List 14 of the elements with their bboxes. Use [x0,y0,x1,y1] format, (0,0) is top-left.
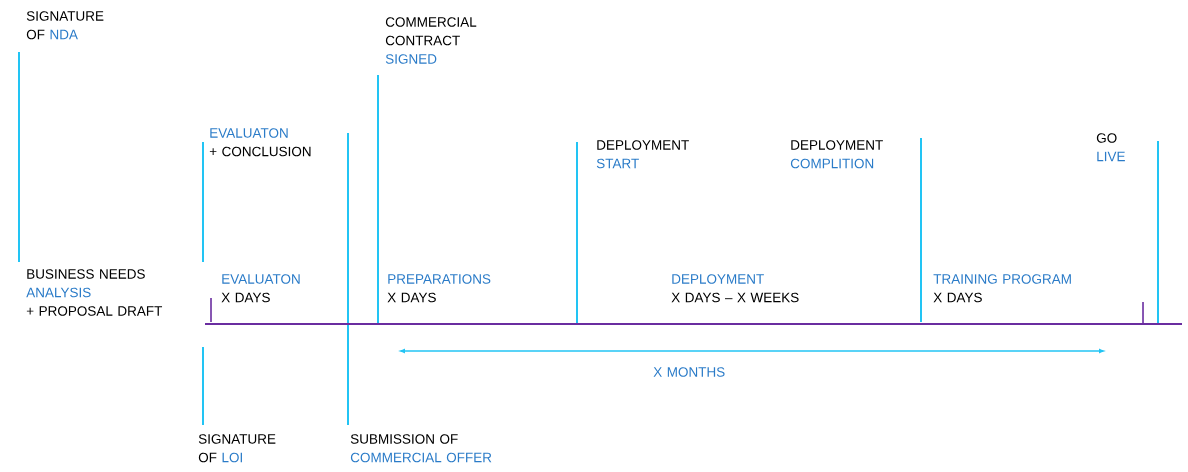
phase-label: TRAINING PROGRAM X DAYS [933,274,1071,303]
milestone-label: GO LIVE [1096,133,1125,162]
phase-label: DEPLOYMENT X DAYS – X WEEKS [671,274,799,303]
phase-label: PREPARATIONS X DAYS [387,274,491,303]
milestone-label: EVALUATON + CONCLUSION [209,128,311,157]
milestone-label: SUBMISSION OF COMMERCIAL OFFER [350,434,492,463]
milestone-label: SIGNATURE OF NDA [26,11,104,40]
duration-label: X MONTHS [653,367,725,377]
phase-label: BUSINESS NEEDS ANALYSIS + PROPOSAL DRAFT [26,269,163,316]
milestone-label: DEPLOYMENT START [596,140,689,169]
milestone-label: SIGNATURE OF LOI [198,434,276,463]
milestone-label: COMMERCIAL CONTRACT SIGNED [385,17,477,64]
phase-label: EVALUATON X DAYS [221,274,300,303]
milestone-label: DEPLOYMENT COMPLITION [790,140,883,169]
